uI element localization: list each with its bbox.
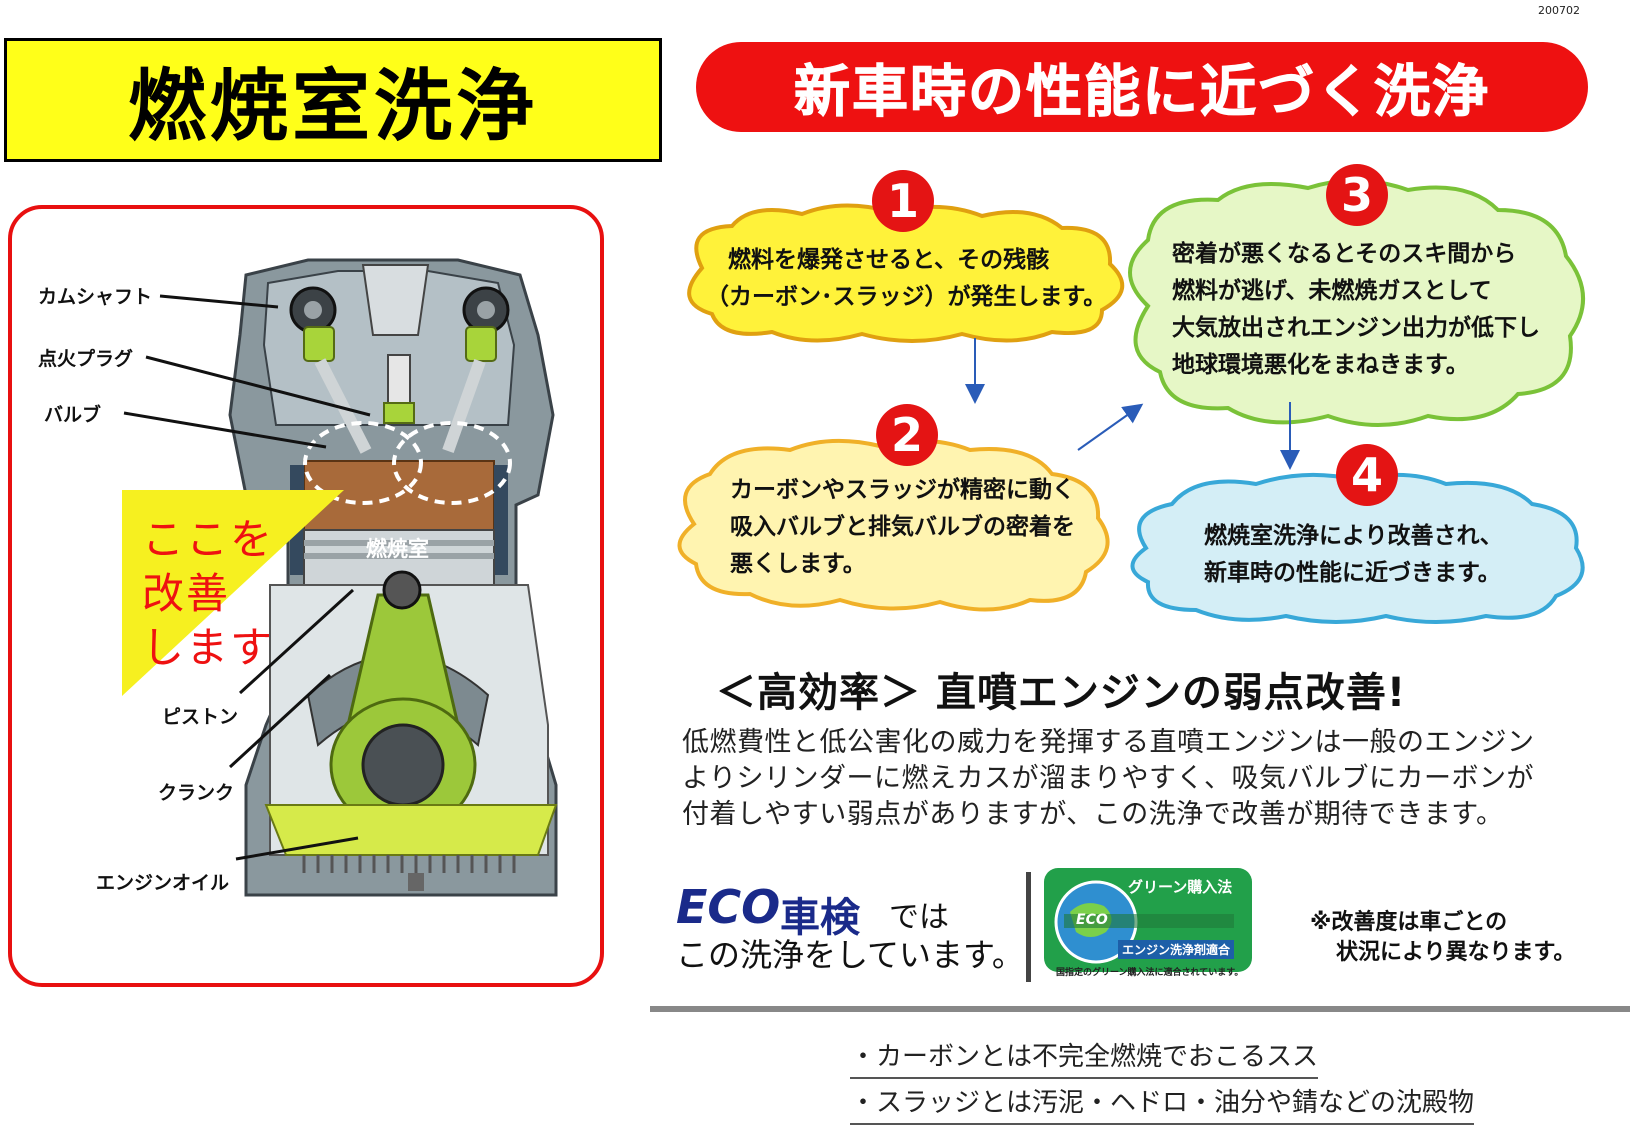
step-4-line-1: 燃焼室洗浄により改善され、 <box>1204 523 1503 549</box>
cloud-step-1 <box>687 203 1125 343</box>
step-number-3: 3 <box>1326 164 1388 226</box>
green-purchase-badge: グリーン購入法 ECO エンジン洗浄剤適合 <box>1044 868 1252 972</box>
step-3-line-1: 密着が悪くなるとそのスキ間から <box>1172 241 1517 267</box>
step-3-line-4: 地球環境悪化をまねきます。 <box>1172 352 1469 378</box>
green-badge-title: グリーン購入法 <box>1128 878 1233 896</box>
cloud-step-4 <box>1130 472 1585 624</box>
step-number-4: 4 <box>1336 444 1398 506</box>
step-2-line-3: 悪くします。 <box>730 551 866 577</box>
step-number-1: 1 <box>872 170 934 232</box>
step-1-line-1: 燃料を爆発させると、その残骸 <box>728 247 1050 273</box>
step-2-line-2: 吸入バルブと排気バルブの密着を <box>730 514 1075 540</box>
eco-statement: この洗浄をしています。 <box>676 936 1024 974</box>
document-code: 200702 <box>1538 4 1580 17</box>
step-3-line-3: 大気放出されエンジン出力が低下し <box>1172 315 1540 341</box>
engine-panel <box>8 205 604 987</box>
page-title: 燃焼室洗浄 <box>127 62 538 152</box>
label-spark-plug: 点火プラグ <box>38 348 134 370</box>
globe-icon <box>1054 880 1234 964</box>
label-piston: ピストン <box>162 706 239 728</box>
headline-banner: 新車時の性能に近づく洗浄 <box>696 42 1588 132</box>
label-combustion-chamber: 燃焼室 <box>366 537 429 561</box>
step-2-line-1: カーボンやスラッジが精密に動く <box>730 477 1075 503</box>
improve-callout-line-1: ここを <box>142 515 275 564</box>
direct-injection-heading: ＜高効率＞ 直噴エンジンの弱点改善! <box>716 670 1407 716</box>
definition-carbon: ・カーボンとは不完全燃焼でおこるスス <box>850 1036 1319 1079</box>
green-badge-caption: 国指定のグリーン購入法に適合されています。 <box>1056 968 1244 978</box>
label-valve: バルブ <box>44 404 102 426</box>
eco-shaken-text: 車検 <box>780 895 860 941</box>
label-camshaft: カムシャフト <box>38 286 153 308</box>
cloud-step-3 <box>1128 178 1585 427</box>
step-number-2: 2 <box>876 404 938 466</box>
label-engine-oil: エンジンオイル <box>96 872 230 894</box>
step-3-line-2: 燃料が逃げ、未燃焼ガスとして <box>1172 278 1492 304</box>
improve-callout-shape <box>122 490 344 696</box>
eco-logo-text: ECO <box>676 880 781 934</box>
green-badge-logo: ECO <box>1076 912 1108 928</box>
step-4-line-2: 新車時の性能に近づきます。 <box>1204 560 1501 586</box>
section-divider <box>650 1006 1630 1012</box>
cloud-step-2 <box>677 438 1110 612</box>
improve-callout-line-2: 改善 <box>142 569 231 618</box>
step-1-line-2: （カーボン･スラッジ）が発生します。 <box>706 284 1107 310</box>
note-line-2: 状況により異なります。 <box>1336 940 1576 965</box>
eco-dewa-text: では <box>889 900 949 935</box>
engine-illustration <box>123 258 558 897</box>
direct-injection-body-1: 低燃費性と低公害化の威力を発揮する直噴エンジンは一般のエンジン <box>682 727 1535 758</box>
green-badge-sub: エンジン洗浄剤適合 <box>1118 940 1235 959</box>
definition-sludge: ・スラッジとは汚泥・ヘドロ・油分や錆などの沈殿物 <box>850 1082 1475 1125</box>
title-box: 燃焼室洗浄 <box>4 38 662 162</box>
headline-text: 新車時の性能に近づく洗浄 <box>794 59 1490 125</box>
direct-injection-body-3: 付着しやすい弱点がありますが、この洗浄で改善が期待できます。 <box>682 799 1504 830</box>
note-line-1: ※改善度は車ごとの <box>1310 910 1508 935</box>
improve-callout-line-3: します <box>142 623 275 672</box>
label-crank: クランク <box>158 782 235 804</box>
direct-injection-body-2: よりシリンダーに燃えカスが溜まりやすく、吸気バルブにカーボンが <box>682 763 1534 794</box>
eco-divider <box>1026 872 1031 982</box>
